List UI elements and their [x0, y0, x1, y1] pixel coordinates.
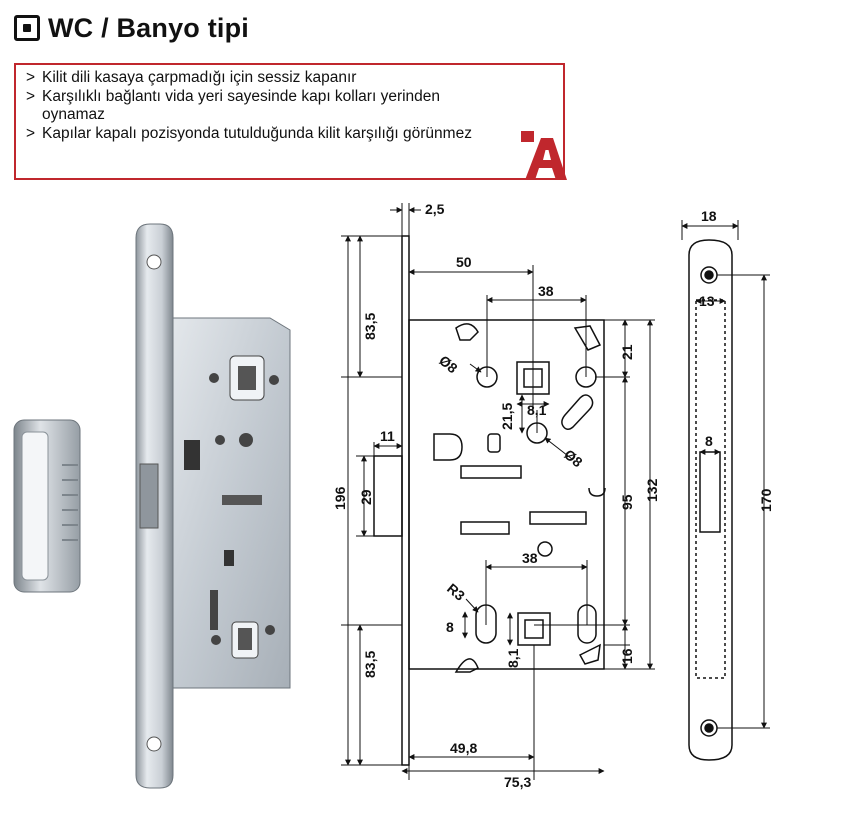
dim-label: 75,3 — [504, 774, 531, 790]
dim-label: 49,8 — [450, 740, 477, 756]
dim-label: 16 — [619, 648, 635, 664]
lock-body-photo — [135, 223, 291, 789]
dim-label: 8,1 — [505, 648, 521, 668]
stop-notch — [588, 487, 606, 497]
lock-case-outline — [408, 319, 605, 670]
bar-right — [529, 511, 587, 525]
dim-label: 8 — [705, 433, 713, 449]
dim-label: 29 — [358, 489, 374, 505]
upper-cam — [455, 323, 479, 341]
dim-label: 170 — [758, 488, 774, 512]
dim-label: 38 — [522, 550, 538, 566]
dim-label: 21 — [619, 344, 635, 360]
dim-label: 83,5 — [362, 313, 378, 340]
faceplate-outline — [401, 235, 410, 766]
faceplate-dimensions — [681, 220, 770, 729]
bar-left — [460, 521, 510, 535]
follower-bottom-square — [524, 619, 544, 639]
brand-a-logo-icon — [521, 131, 567, 180]
dim-label: 13 — [699, 293, 715, 309]
follower-bottom — [517, 612, 551, 646]
feature-text: Kapılar kapalı pozisyonda tutulduğunda k… — [42, 124, 472, 142]
dim-label: 18 — [701, 208, 717, 224]
feature-item: > Kilit dili kasaya çarpmadığı için sess… — [26, 69, 553, 88]
tilted-slot — [561, 394, 594, 430]
dim-label: 2,5 — [425, 201, 445, 217]
dim-label: 11 — [380, 428, 395, 444]
feature-item: > Karşılıklı bağlantı vida yeri sayesind… — [26, 88, 553, 125]
lower-cam — [454, 658, 479, 673]
faceplate-side-view — [688, 239, 733, 761]
drawing-front-view — [373, 235, 606, 766]
stop-pin — [487, 433, 501, 453]
dim-label: 21,5 — [499, 403, 515, 430]
latch-tail — [433, 433, 463, 461]
dim-label: R3 — [444, 580, 468, 604]
dimension-arrows — [345, 207, 653, 774]
dim-label: 38 — [538, 283, 554, 299]
dim-label: 8 — [446, 619, 454, 635]
page-title: WC / Banyo tipi — [48, 12, 249, 43]
dim-label: 50 — [456, 254, 472, 270]
page-title-row: WC / Banyo tipi — [14, 10, 249, 46]
latch-bolt-outline — [373, 455, 403, 537]
feature-list: > Kilit dili kasaya çarpmadığı için sess… — [14, 63, 565, 180]
square-dot-icon — [14, 15, 40, 41]
lower-right-corner — [578, 643, 601, 665]
dim-label: 95 — [619, 494, 635, 510]
drawing-reference-lines — [341, 203, 655, 780]
dim-label: 83,5 — [362, 651, 378, 678]
feature-bullet: > — [26, 87, 36, 105]
dim-label: Ø8 — [436, 352, 461, 376]
dim-label: 8,1 — [527, 402, 547, 418]
feature-text: Karşılıklı bağlantı vida yeri sayesinde … — [42, 87, 441, 124]
small-hole — [537, 541, 553, 557]
dim-label: 196 — [332, 486, 348, 510]
feature-text: Kilit dili kasaya çarpmadığı için sessiz… — [42, 69, 357, 86]
feature-bullet: > — [26, 69, 36, 86]
faceplate-side-outline — [688, 239, 733, 761]
feature-item: > Kapılar kapalı pozisyonda tutulduğunda… — [26, 125, 553, 144]
faceplate-latch-window — [699, 451, 721, 533]
feature-bullet: > — [26, 124, 36, 142]
upper-right-corner — [573, 325, 602, 351]
bar-upper — [460, 465, 522, 479]
strike-keeper-photo — [13, 419, 81, 593]
dim-label: 132 — [644, 478, 660, 502]
dim-label: Ø8 — [561, 446, 586, 470]
